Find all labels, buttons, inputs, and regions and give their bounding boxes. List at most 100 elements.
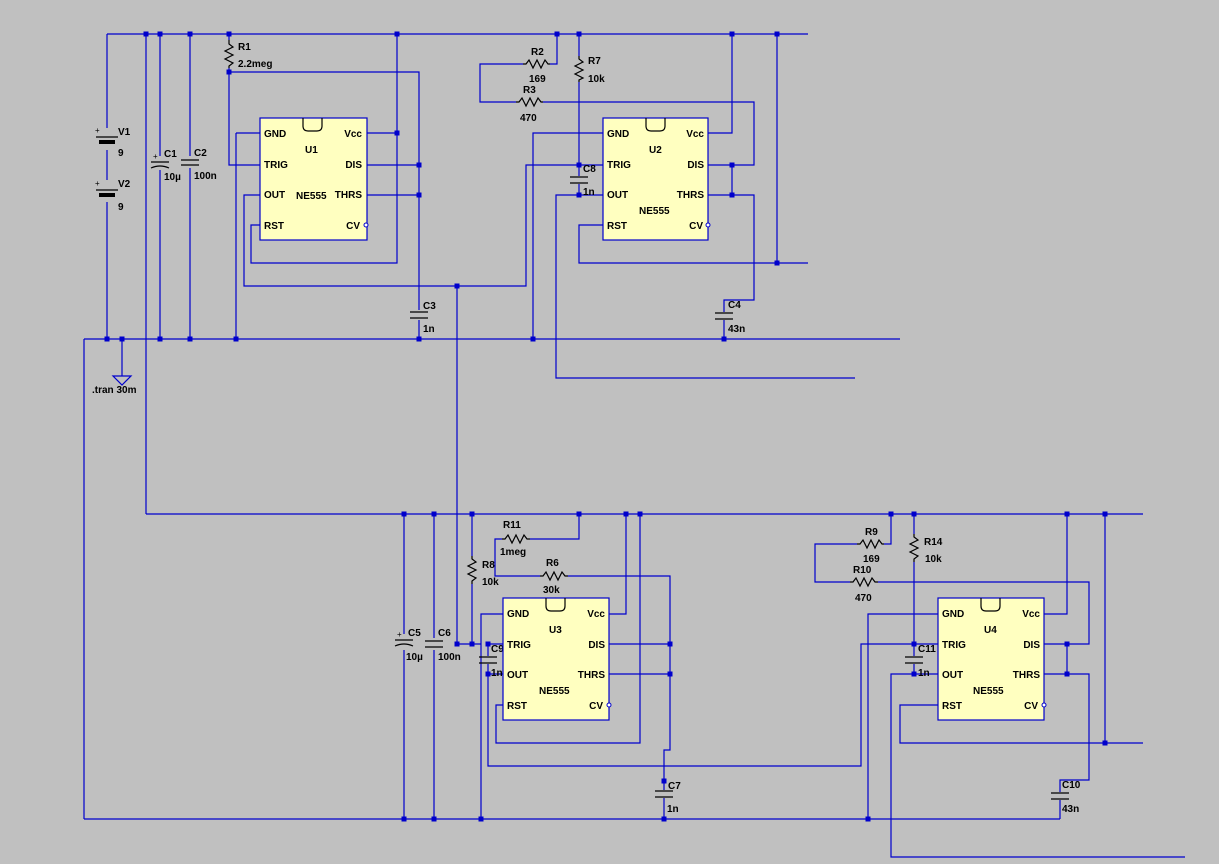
r7-value: 10k xyxy=(588,74,605,85)
c9-value: 1n xyxy=(491,668,503,679)
u3-pin-vcc: Vcc xyxy=(587,609,605,620)
r9-value: 169 xyxy=(863,554,880,565)
r10-value: 470 xyxy=(855,593,872,604)
capacitor-c5[interactable]: + C5 10µ xyxy=(394,628,423,663)
u2-pin-cv: CV xyxy=(689,221,703,232)
u4-pin-dis: DIS xyxy=(1023,640,1040,651)
chip-u2[interactable]: GND TRIG OUT RST Vcc DIS THRS CV U2 NE55… xyxy=(602,117,711,241)
resistor-r14[interactable]: R14 10k xyxy=(908,534,943,565)
capacitor-c3[interactable]: C3 1n xyxy=(410,301,436,335)
u2-pin-gnd: GND xyxy=(607,129,629,140)
u4-part: NE555 xyxy=(973,686,1004,697)
capacitor-c9[interactable]: C9 1n xyxy=(479,644,504,679)
c2-value: 100n xyxy=(194,171,217,182)
r6-name: R6 xyxy=(546,558,559,569)
c7-value: 1n xyxy=(667,804,679,815)
capacitor-c2[interactable]: C2 100n xyxy=(181,148,217,182)
u1-pin-dis: DIS xyxy=(345,160,362,171)
r14-value: 10k xyxy=(925,554,942,565)
u2-pin-vcc: Vcc xyxy=(686,129,704,140)
u2-part: NE555 xyxy=(639,206,670,217)
c10-value: 43n xyxy=(1062,804,1079,815)
c8-name: C8 xyxy=(583,164,596,175)
c1-name: C1 xyxy=(164,149,177,160)
r2-name: R2 xyxy=(531,47,544,58)
svg-text:+: + xyxy=(95,126,100,135)
svg-text:+: + xyxy=(95,179,100,188)
c11-value: 1n xyxy=(918,668,930,679)
chip-u4[interactable]: GND TRIG OUT RST Vcc DIS THRS CV U4 NE55… xyxy=(937,597,1047,721)
resistor-r11[interactable]: R11 1meg xyxy=(500,520,530,558)
resistor-r2[interactable]: R2 169 xyxy=(523,47,550,85)
u3-name: U3 xyxy=(549,625,562,636)
u1-pin-vcc: Vcc xyxy=(344,129,362,140)
resistor-r3[interactable]: R3 470 xyxy=(516,85,543,124)
c4-name: C4 xyxy=(728,300,741,311)
u1-pin-gnd: GND xyxy=(264,129,286,140)
r11-name: R11 xyxy=(503,520,521,531)
junctions xyxy=(104,31,1108,822)
u3-pin-rst: RST xyxy=(507,701,527,712)
capacitor-c4[interactable]: C4 43n xyxy=(715,300,745,335)
r11-value: 1meg xyxy=(500,547,526,558)
resistor-r7[interactable]: R7 10k xyxy=(573,56,605,85)
v1-value: 9 xyxy=(118,148,124,159)
u1-pin-cv: CV xyxy=(346,221,360,232)
u2-pin-rst: RST xyxy=(607,221,627,232)
u4-pin-trig: TRIG xyxy=(942,640,966,651)
voltage-source-v2[interactable]: + V2 9 xyxy=(95,179,131,213)
ground-symbol xyxy=(111,375,133,386)
u4-pin-gnd: GND xyxy=(942,609,964,620)
u3-pin-trig: TRIG xyxy=(507,640,531,651)
u1-part: NE555 xyxy=(296,191,327,202)
v2-value: 9 xyxy=(118,202,124,213)
c3-name: C3 xyxy=(423,301,436,312)
u3-part: NE555 xyxy=(539,686,570,697)
c1-value: 10µ xyxy=(164,172,181,183)
c11-name: C11 xyxy=(918,644,936,655)
chip-u3[interactable]: GND TRIG OUT RST Vcc DIS THRS CV U3 NE55… xyxy=(502,597,612,721)
resistor-r9[interactable]: R9 169 xyxy=(857,527,884,565)
tran-directive[interactable]: .tran 30m xyxy=(92,385,137,396)
capacitor-c7[interactable]: C7 1n xyxy=(655,781,681,815)
u1-pin-rst: RST xyxy=(264,221,284,232)
svg-text:+: + xyxy=(153,152,158,161)
capacitor-c10[interactable]: C10 43n xyxy=(1051,780,1081,815)
capacitor-c6[interactable]: C6 100n xyxy=(425,628,461,663)
u1-pin-out: OUT xyxy=(264,190,285,201)
u2-pin-trig: TRIG xyxy=(607,160,631,171)
u2-name: U2 xyxy=(649,145,662,156)
c8-value: 1n xyxy=(583,187,595,198)
resistor-r10[interactable]: R10 470 xyxy=(850,565,878,604)
capacitor-c8[interactable]: C8 1n xyxy=(570,164,596,198)
resistor-r8[interactable]: R8 10k xyxy=(466,556,499,588)
r14-name: R14 xyxy=(924,537,943,548)
voltage-source-v1[interactable]: + V1 9 xyxy=(95,126,131,159)
capacitor-c11[interactable]: C11 1n xyxy=(905,644,936,679)
c4-value: 43n xyxy=(728,324,745,335)
r9-name: R9 xyxy=(865,527,878,538)
u3-pin-cv: CV xyxy=(589,701,603,712)
resistor-r6[interactable]: R6 30k xyxy=(540,558,568,596)
r10-name: R10 xyxy=(853,565,872,576)
r1-name: R1 xyxy=(238,42,251,53)
u1-name: U1 xyxy=(305,145,318,156)
svg-text:+: + xyxy=(397,630,402,639)
capacitor-c1[interactable]: + C1 10µ xyxy=(150,149,181,183)
u3-pin-out: OUT xyxy=(507,670,528,681)
c6-name: C6 xyxy=(438,628,451,639)
r3-value: 470 xyxy=(520,113,537,124)
u2-pin-dis: DIS xyxy=(687,160,704,171)
v1-name: V1 xyxy=(118,127,131,138)
u4-pin-rst: RST xyxy=(942,701,962,712)
u3-pin-gnd: GND xyxy=(507,609,529,620)
u3-pin-thrs: THRS xyxy=(578,670,606,681)
chip-u1[interactable]: GND TRIG OUT RST Vcc DIS THRS CV U1 NE55… xyxy=(259,117,369,241)
resistor-r1[interactable]: R1 2.2meg xyxy=(223,40,272,70)
r2-value: 169 xyxy=(529,74,546,85)
c2-name: C2 xyxy=(194,148,207,159)
c10-name: C10 xyxy=(1062,780,1081,791)
u4-pin-thrs: THRS xyxy=(1013,670,1041,681)
u2-pin-out: OUT xyxy=(607,190,628,201)
